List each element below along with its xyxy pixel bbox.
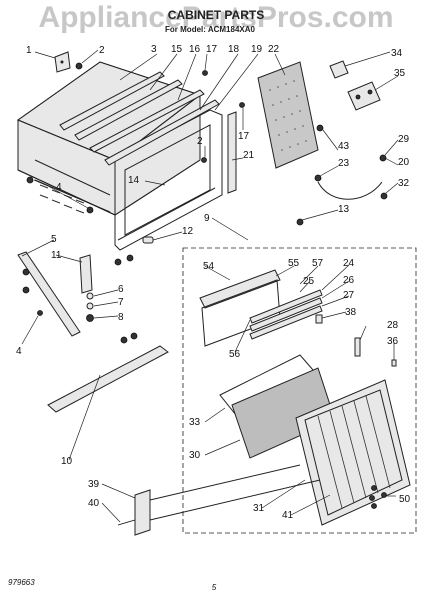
front-assembly-box — [182, 247, 417, 534]
callout-2: 2 — [99, 45, 105, 56]
diagram-subtitle: For Model: ACM184XA0 — [165, 25, 255, 34]
callout-22: 22 — [268, 44, 280, 55]
callout-40: 40 — [88, 498, 100, 509]
terminal-block — [347, 81, 381, 111]
filter-screen — [257, 61, 319, 169]
callout-7: 7 — [118, 297, 124, 308]
callout-4b: 4 — [16, 346, 22, 357]
footer-page-number: 5 — [212, 583, 217, 592]
callout-25: 25 — [303, 276, 315, 287]
screws — [26, 62, 245, 316]
mounting-bracket — [54, 51, 71, 73]
callout-35: 35 — [394, 68, 406, 79]
callout-24: 24 — [343, 258, 355, 269]
callout-16: 16 — [189, 44, 201, 55]
front-grille — [295, 379, 411, 526]
callout-17: 17 — [206, 44, 218, 55]
callout-50: 50 — [399, 494, 411, 505]
callout-4: 4 — [56, 182, 62, 193]
callout-34: 34 — [391, 48, 403, 59]
callout-8: 8 — [118, 312, 124, 323]
clip-part — [329, 60, 349, 79]
footer-part-number: 979663 — [8, 578, 35, 587]
callout-14: 14 — [128, 175, 140, 186]
callout-15: 15 — [171, 44, 183, 55]
callout-41: 41 — [282, 510, 294, 521]
callout-23: 23 — [338, 158, 350, 169]
callout-labels: 1 2 3 15 16 17 18 19 22 34 35 2 17 43 29… — [16, 44, 411, 521]
diagram-title: CABINET PARTS — [168, 8, 264, 22]
callout-17b: 17 — [238, 131, 250, 142]
side-strip — [227, 111, 237, 194]
callout-31: 31 — [253, 503, 265, 514]
callout-55: 55 — [288, 258, 300, 269]
air-deflector — [199, 269, 281, 347]
callout-30: 30 — [189, 450, 201, 461]
callout-26: 26 — [343, 275, 355, 286]
callout-1: 1 — [26, 45, 32, 56]
callout-36: 36 — [387, 336, 399, 347]
watermark: AppliancePartsPros.com — [38, 1, 393, 34]
thermistor-cord — [296, 124, 388, 226]
chassis-frame — [114, 109, 223, 251]
callout-39: 39 — [88, 479, 100, 490]
callout-29: 29 — [398, 134, 410, 145]
support-rail — [17, 251, 138, 344]
callout-56: 56 — [229, 349, 241, 360]
callout-11: 11 — [51, 250, 62, 261]
callout-28: 28 — [387, 320, 399, 331]
bottom-rail — [47, 345, 169, 413]
callout-12: 12 — [182, 226, 194, 237]
callout-21: 21 — [243, 150, 255, 161]
callout-5: 5 — [51, 234, 57, 245]
callout-19: 19 — [251, 44, 263, 55]
callout-13: 13 — [338, 204, 350, 215]
grommet — [142, 236, 154, 244]
callout-6: 6 — [118, 284, 124, 295]
leader-lines — [21, 49, 399, 523]
callout-9: 9 — [204, 213, 210, 224]
callout-10: 10 — [61, 456, 73, 467]
louver-vanes — [249, 289, 323, 340]
callout-54: 54 — [203, 261, 215, 272]
callout-2b: 2 — [197, 136, 203, 147]
callout-32: 32 — [398, 178, 410, 189]
top-rails — [59, 71, 220, 166]
lower-bracket — [117, 464, 321, 536]
callout-57: 57 — [312, 258, 324, 269]
callout-27: 27 — [343, 290, 355, 301]
callout-33: 33 — [189, 417, 201, 428]
callout-20: 20 — [398, 157, 410, 168]
callout-43: 43 — [338, 141, 350, 152]
callout-18: 18 — [228, 44, 240, 55]
callout-38: 38 — [345, 307, 357, 318]
callout-3: 3 — [151, 44, 157, 55]
